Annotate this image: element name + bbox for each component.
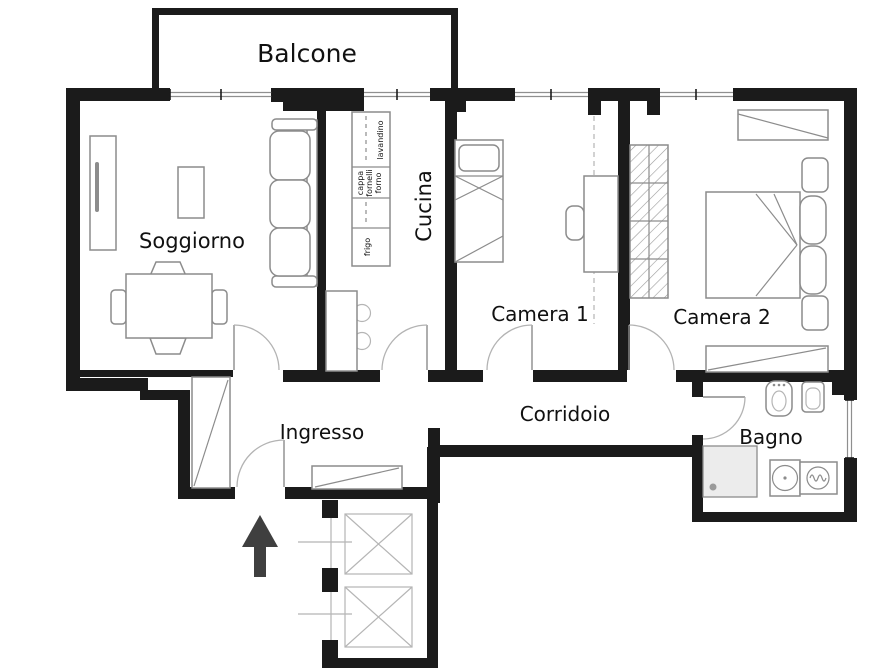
entry-closet <box>191 376 231 489</box>
double-bed <box>705 191 827 299</box>
room-label-soggiorno: Soggiorno <box>139 229 245 253</box>
desk <box>565 175 619 273</box>
kitchen-fridge-label: frigo <box>363 238 372 256</box>
room-label-bagno: Bagno <box>739 425 803 449</box>
window-camera-2 <box>660 89 733 100</box>
room-label-camera-1: Camera 1 <box>491 302 589 326</box>
elevator-shaft-2 <box>344 586 413 648</box>
room-label-camera-2: Camera 2 <box>673 305 771 329</box>
washing-machine <box>799 461 838 495</box>
door-camera-2 <box>628 324 675 371</box>
tv-unit <box>89 135 117 251</box>
entrance-arrow <box>242 515 278 577</box>
nightstand-bottom <box>801 295 829 331</box>
kitchen-oven-label: forno <box>374 172 383 193</box>
coffee-table <box>177 166 205 219</box>
door-soggiorno <box>233 324 280 371</box>
kitchen-hood-label: cappa <box>356 171 365 195</box>
wardrobe <box>629 144 669 299</box>
kitchen-hob-label: fornelli <box>365 169 374 197</box>
kitchen-counter <box>351 111 391 267</box>
window-bagno <box>845 399 854 459</box>
dining-table <box>110 261 228 355</box>
outer-walls <box>66 88 857 522</box>
room-label-corridoio: Corridoio <box>520 402 611 426</box>
kitchen-tall-cabinet <box>325 290 372 372</box>
window-soggiorno <box>169 89 273 100</box>
room-label-cucina: Cucina <box>412 170 436 242</box>
bathroom-sink <box>769 459 801 497</box>
bidet <box>765 380 793 417</box>
room-label-balcone: Balcone <box>257 39 357 68</box>
closet-top <box>737 109 829 141</box>
kitchen-sink-label: lavandino <box>376 120 385 159</box>
elevator-doors <box>298 518 352 640</box>
nightstand-top <box>801 157 829 193</box>
shoe-cabinet <box>311 465 403 490</box>
door-bagno <box>702 396 746 440</box>
window-camera-1 <box>515 89 588 100</box>
shower <box>702 445 758 498</box>
room-label-ingresso: Ingresso <box>280 420 364 444</box>
door-camera-1 <box>486 324 533 371</box>
toilet <box>801 381 825 413</box>
interior-walls <box>66 101 857 668</box>
balcony-walls <box>152 8 458 92</box>
single-bed <box>454 139 504 263</box>
window-cucina <box>364 89 430 100</box>
door-entrance <box>236 439 285 488</box>
elevator-shaft-1 <box>344 513 413 575</box>
dresser <box>705 345 829 373</box>
door-cucina <box>381 324 428 371</box>
sofa <box>269 118 318 288</box>
